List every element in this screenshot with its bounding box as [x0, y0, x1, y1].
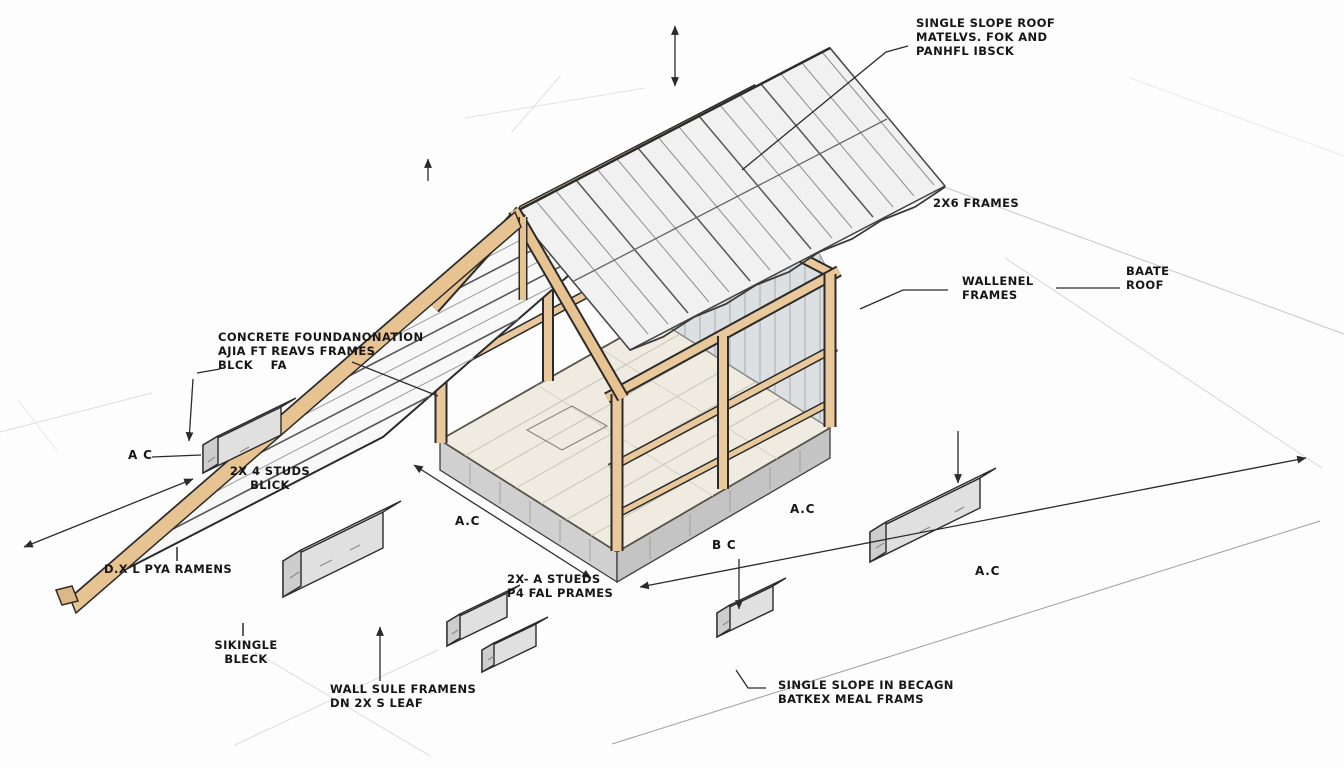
label-bc: B C — [712, 538, 737, 552]
corrugated-eave-edge — [629, 186, 946, 351]
label-single-slope-bottom: SINGLE SLOPE IN BECAGN BATKEX MEAL FRAMS — [778, 678, 954, 707]
label-wall-side-frames: WALL SULE FRAMENS DN 2X S LEAF — [330, 682, 477, 711]
leader-wall-panel — [859, 289, 948, 310]
lumber-block-4 — [481, 616, 549, 674]
label-bate-roof: BAATE ROOF — [1126, 264, 1170, 293]
roof-right-panel — [513, 47, 947, 351]
wall-frame-right — [604, 265, 842, 551]
label-roof-panels: SINGLE SLOPE ROOF MATELVS. FOK AND PANHF… — [916, 16, 1056, 59]
label-ac-right: A.C — [975, 564, 1001, 578]
dimension-line-floor — [413, 464, 592, 579]
lumber-block-5 — [716, 577, 787, 639]
label-ac-left: A C — [128, 448, 153, 462]
background-grid — [0, 75, 1344, 757]
label-pya-ramens: D.X L PYA RAMENS — [104, 562, 233, 576]
leader-roof-label — [741, 45, 909, 171]
dimension-line-long-right — [639, 455, 1307, 590]
leader-ac-left — [151, 454, 202, 458]
label-2x6-frames: 2X6 FRAMES — [933, 196, 1020, 210]
lumber-block-1 — [202, 397, 297, 475]
label-ac-mid: A.C — [790, 502, 816, 516]
roof-fascia — [54, 210, 522, 615]
dimension-line-left — [23, 478, 194, 548]
dimension-line-bottom-faint — [611, 520, 1321, 745]
label-shingle-block: SIKINGLE BLECK — [214, 638, 278, 667]
label-ac-floor: A.C — [455, 514, 481, 528]
leader-foundation-left — [196, 368, 221, 374]
lumber-block-6 — [869, 467, 997, 564]
arrow-foundation-block — [185, 378, 194, 442]
label-2x4-studs-block: 2X 4 STUDS BLICK — [229, 464, 311, 493]
label-concrete-foundation: CONCRETE FOUNDANONATION AJIA FT REAVS FR… — [218, 330, 424, 373]
lumber-block-3 — [446, 584, 521, 648]
roof-ridge-line — [514, 46, 831, 214]
leader-foundation-right — [351, 361, 439, 397]
label-wall-panel-frames: WALLENEL FRAMES — [962, 274, 1034, 303]
fascia-end-cap — [54, 585, 80, 606]
lumber-block-2 — [282, 500, 402, 599]
annotations — [23, 25, 1321, 745]
deck-hatch-detail — [525, 405, 609, 451]
label-2xa-studs-front: 2X- A STUEDS P4 FAL PRAMES — [507, 572, 614, 601]
leader-slope-bottom — [735, 669, 766, 689]
